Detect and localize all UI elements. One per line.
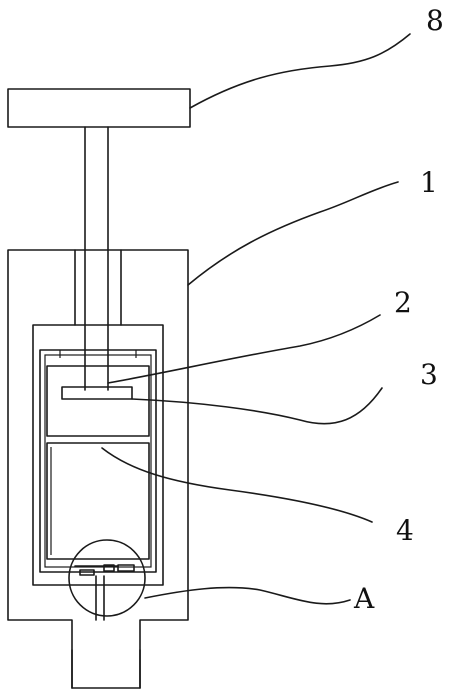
- cylinder: [39, 349, 157, 573]
- label-2: 2: [394, 286, 412, 319]
- label-4: 4: [396, 514, 414, 547]
- detail-circle-a: [68, 539, 146, 617]
- handle-bar: [7, 88, 191, 128]
- upper-cavity: [46, 365, 150, 437]
- piston-rod: [84, 126, 109, 391]
- label-a: A: [353, 582, 375, 615]
- outer-housing: [7, 249, 189, 689]
- inner-sleeve: [32, 324, 164, 586]
- label-8: 8: [426, 4, 444, 37]
- lower-chamber: [46, 442, 150, 560]
- valve-assembly: [71, 564, 141, 689]
- label-1: 1: [420, 166, 438, 199]
- label-3: 3: [420, 358, 438, 391]
- leader-lines: [101, 33, 411, 605]
- piston-plate: [61, 386, 133, 400]
